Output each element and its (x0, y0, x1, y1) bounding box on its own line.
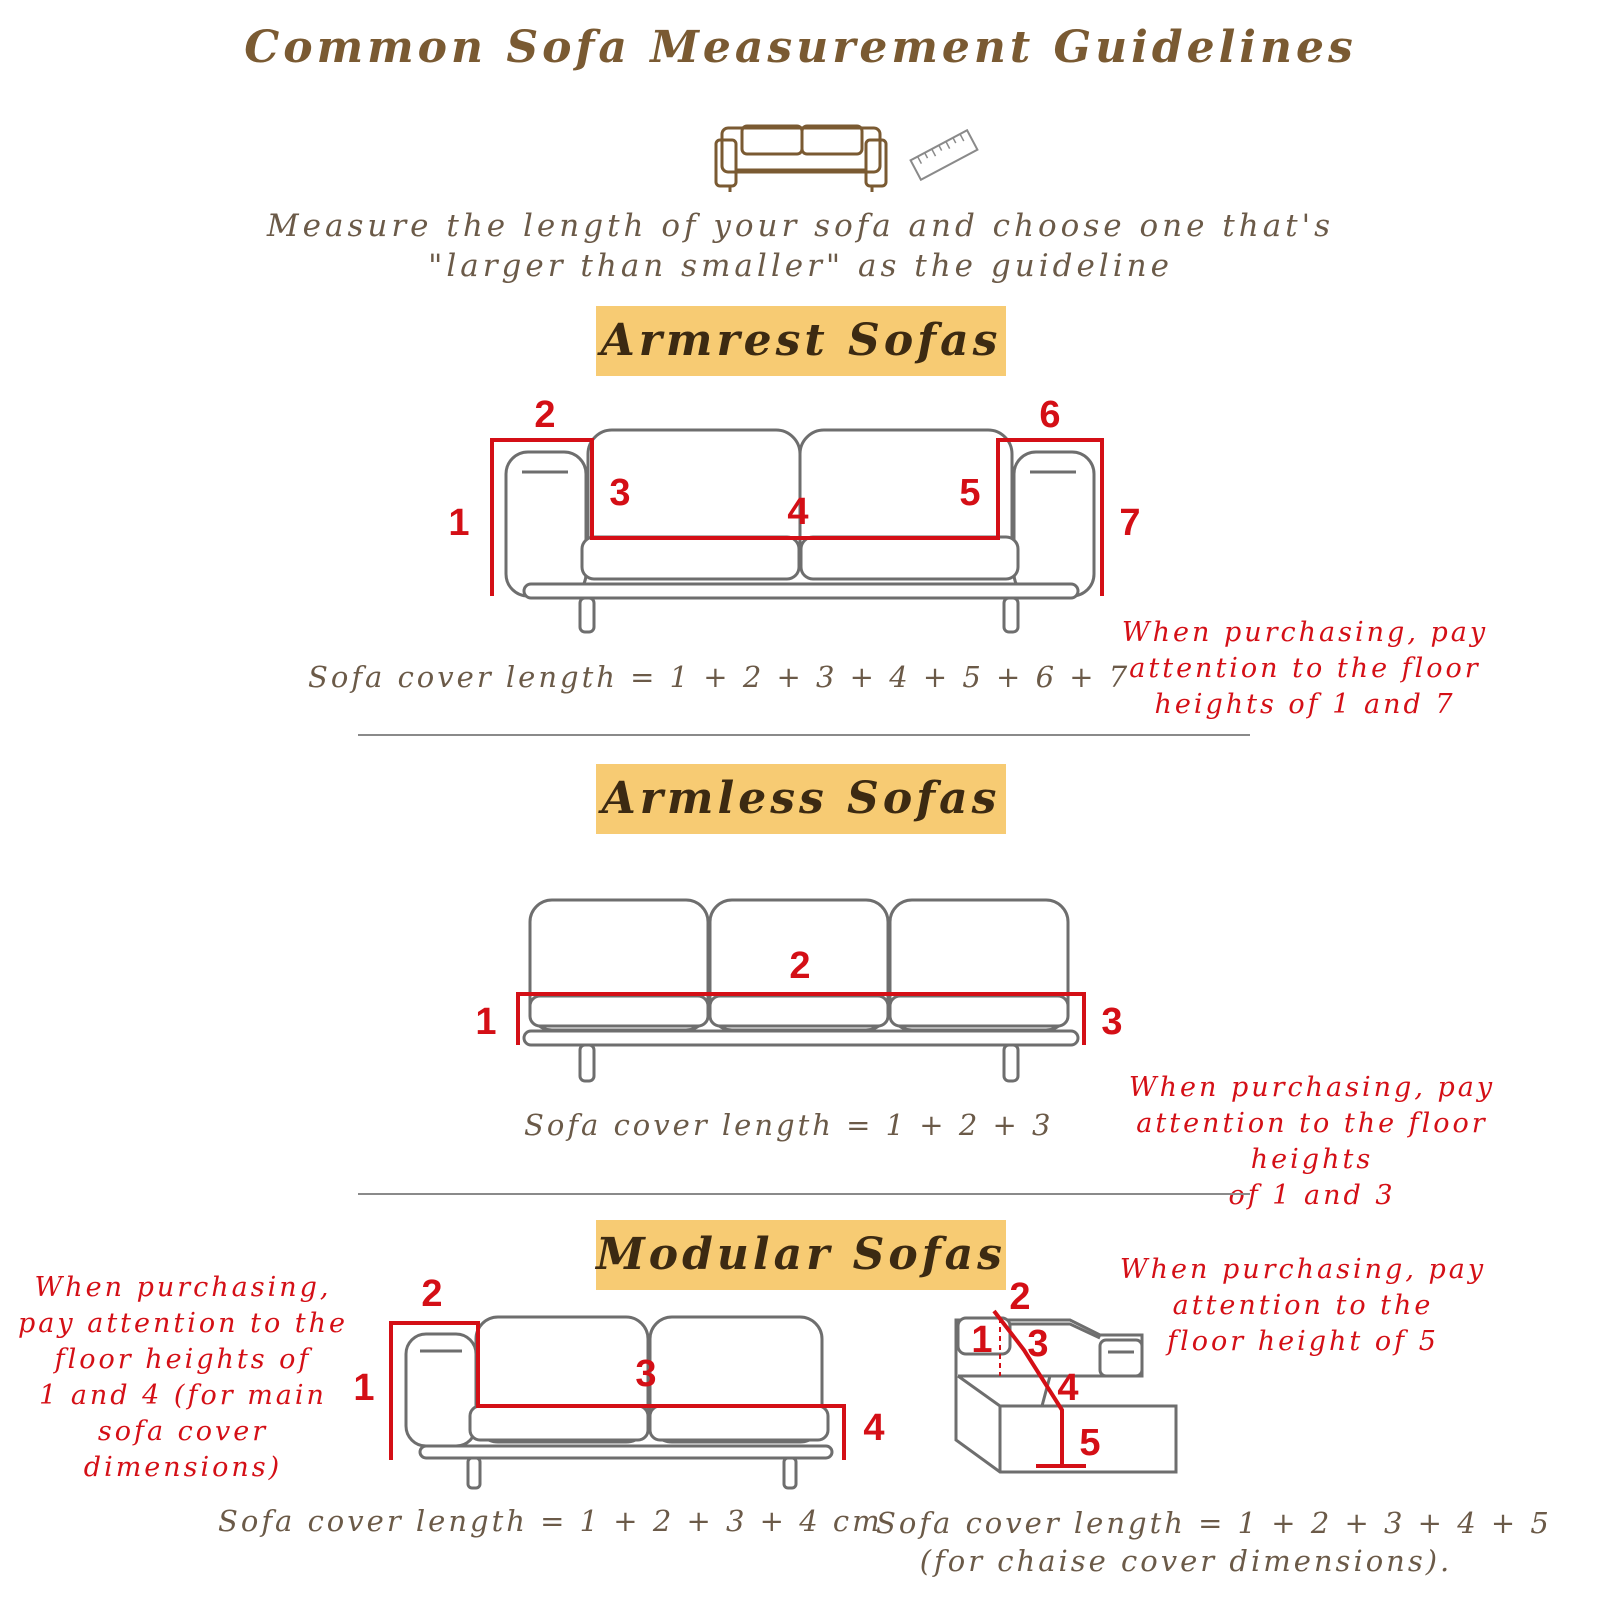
section-divider-2 (358, 1193, 1250, 1195)
chaise-formula-line-1: Sofa cover length = 1 + 2 + 3 + 4 + 5 (876, 1506, 1552, 1540)
armrest-measure-lines (490, 438, 1104, 596)
subtitle-line-2: "larger than smaller" as the guideline (428, 248, 1173, 284)
armrest-label-2: 2 (534, 394, 555, 436)
armless-label-2: 2 (789, 945, 810, 987)
modular-main-formula: Sofa cover length = 1 + 2 + 3 + 4 cm (218, 1504, 883, 1538)
modular-measure-lines (389, 1321, 846, 1460)
modular-main-note: When purchasing, pay attention to the fl… (18, 1272, 348, 1483)
armrest-label-1: 1 (448, 502, 469, 544)
modular-chaise-formula: Sofa cover length = 1 + 2 + 3 + 4 + 5 (f… (876, 1506, 1552, 1578)
subtitle-line-1: Measure the length of your sofa and choo… (266, 208, 1335, 244)
chaise-measure-lines (992, 1309, 1086, 1468)
armrest-heading: Armrest Sofas (596, 306, 1006, 376)
section-divider-1 (358, 734, 1250, 736)
armrest-label-6: 6 (1039, 394, 1060, 436)
armless-label-3: 3 (1101, 1001, 1122, 1043)
armless-heading: Armless Sofas (596, 764, 1006, 834)
armless-measure-lines (516, 992, 1086, 1045)
modular-sofa-drawing (404, 1315, 834, 1490)
ruler-icon (909, 128, 979, 182)
page-title: Common Sofa Measurement Guidelines (244, 22, 1357, 73)
modular-chaise-note: When purchasing, pay attention to the fl… (1119, 1254, 1487, 1357)
modular-label-2: 2 (421, 1273, 442, 1315)
chaise-label-1: 1 (971, 1319, 992, 1361)
chaise-drawing (954, 1316, 1178, 1474)
modular-label-1: 1 (353, 1367, 374, 1409)
armless-label-1: 1 (475, 1001, 496, 1043)
chaise-label-5: 5 (1079, 1422, 1100, 1464)
chaise-label-4: 4 (1057, 1367, 1078, 1409)
modular-heading: Modular Sofas (596, 1220, 1006, 1290)
armrest-label-3: 3 (609, 472, 630, 514)
armless-sofa-drawing (522, 898, 1080, 1083)
armrest-note: When purchasing, pay attention to the fl… (1121, 617, 1489, 720)
armless-note: When purchasing, pay attention to the fl… (1128, 1072, 1496, 1211)
armless-formula: Sofa cover length = 1 + 2 + 3 (524, 1108, 1054, 1142)
chaise-formula-line-2: (for chaise cover dimensions). (919, 1544, 1453, 1578)
armrest-label-4: 4 (787, 491, 808, 533)
chaise-label-2: 2 (1009, 1276, 1030, 1318)
modular-label-4: 4 (863, 1407, 884, 1449)
sofa-icon (714, 124, 888, 192)
armrest-sofa-drawing (504, 428, 1096, 634)
armrest-formula: Sofa cover length = 1 + 2 + 3 + 4 + 5 + … (308, 660, 1131, 694)
chaise-label-3: 3 (1027, 1323, 1048, 1365)
modular-label-3: 3 (635, 1353, 656, 1395)
armrest-label-5: 5 (959, 472, 980, 514)
subtitle: Measure the length of your sofa and choo… (0, 206, 1601, 286)
armrest-label-7: 7 (1119, 502, 1140, 544)
